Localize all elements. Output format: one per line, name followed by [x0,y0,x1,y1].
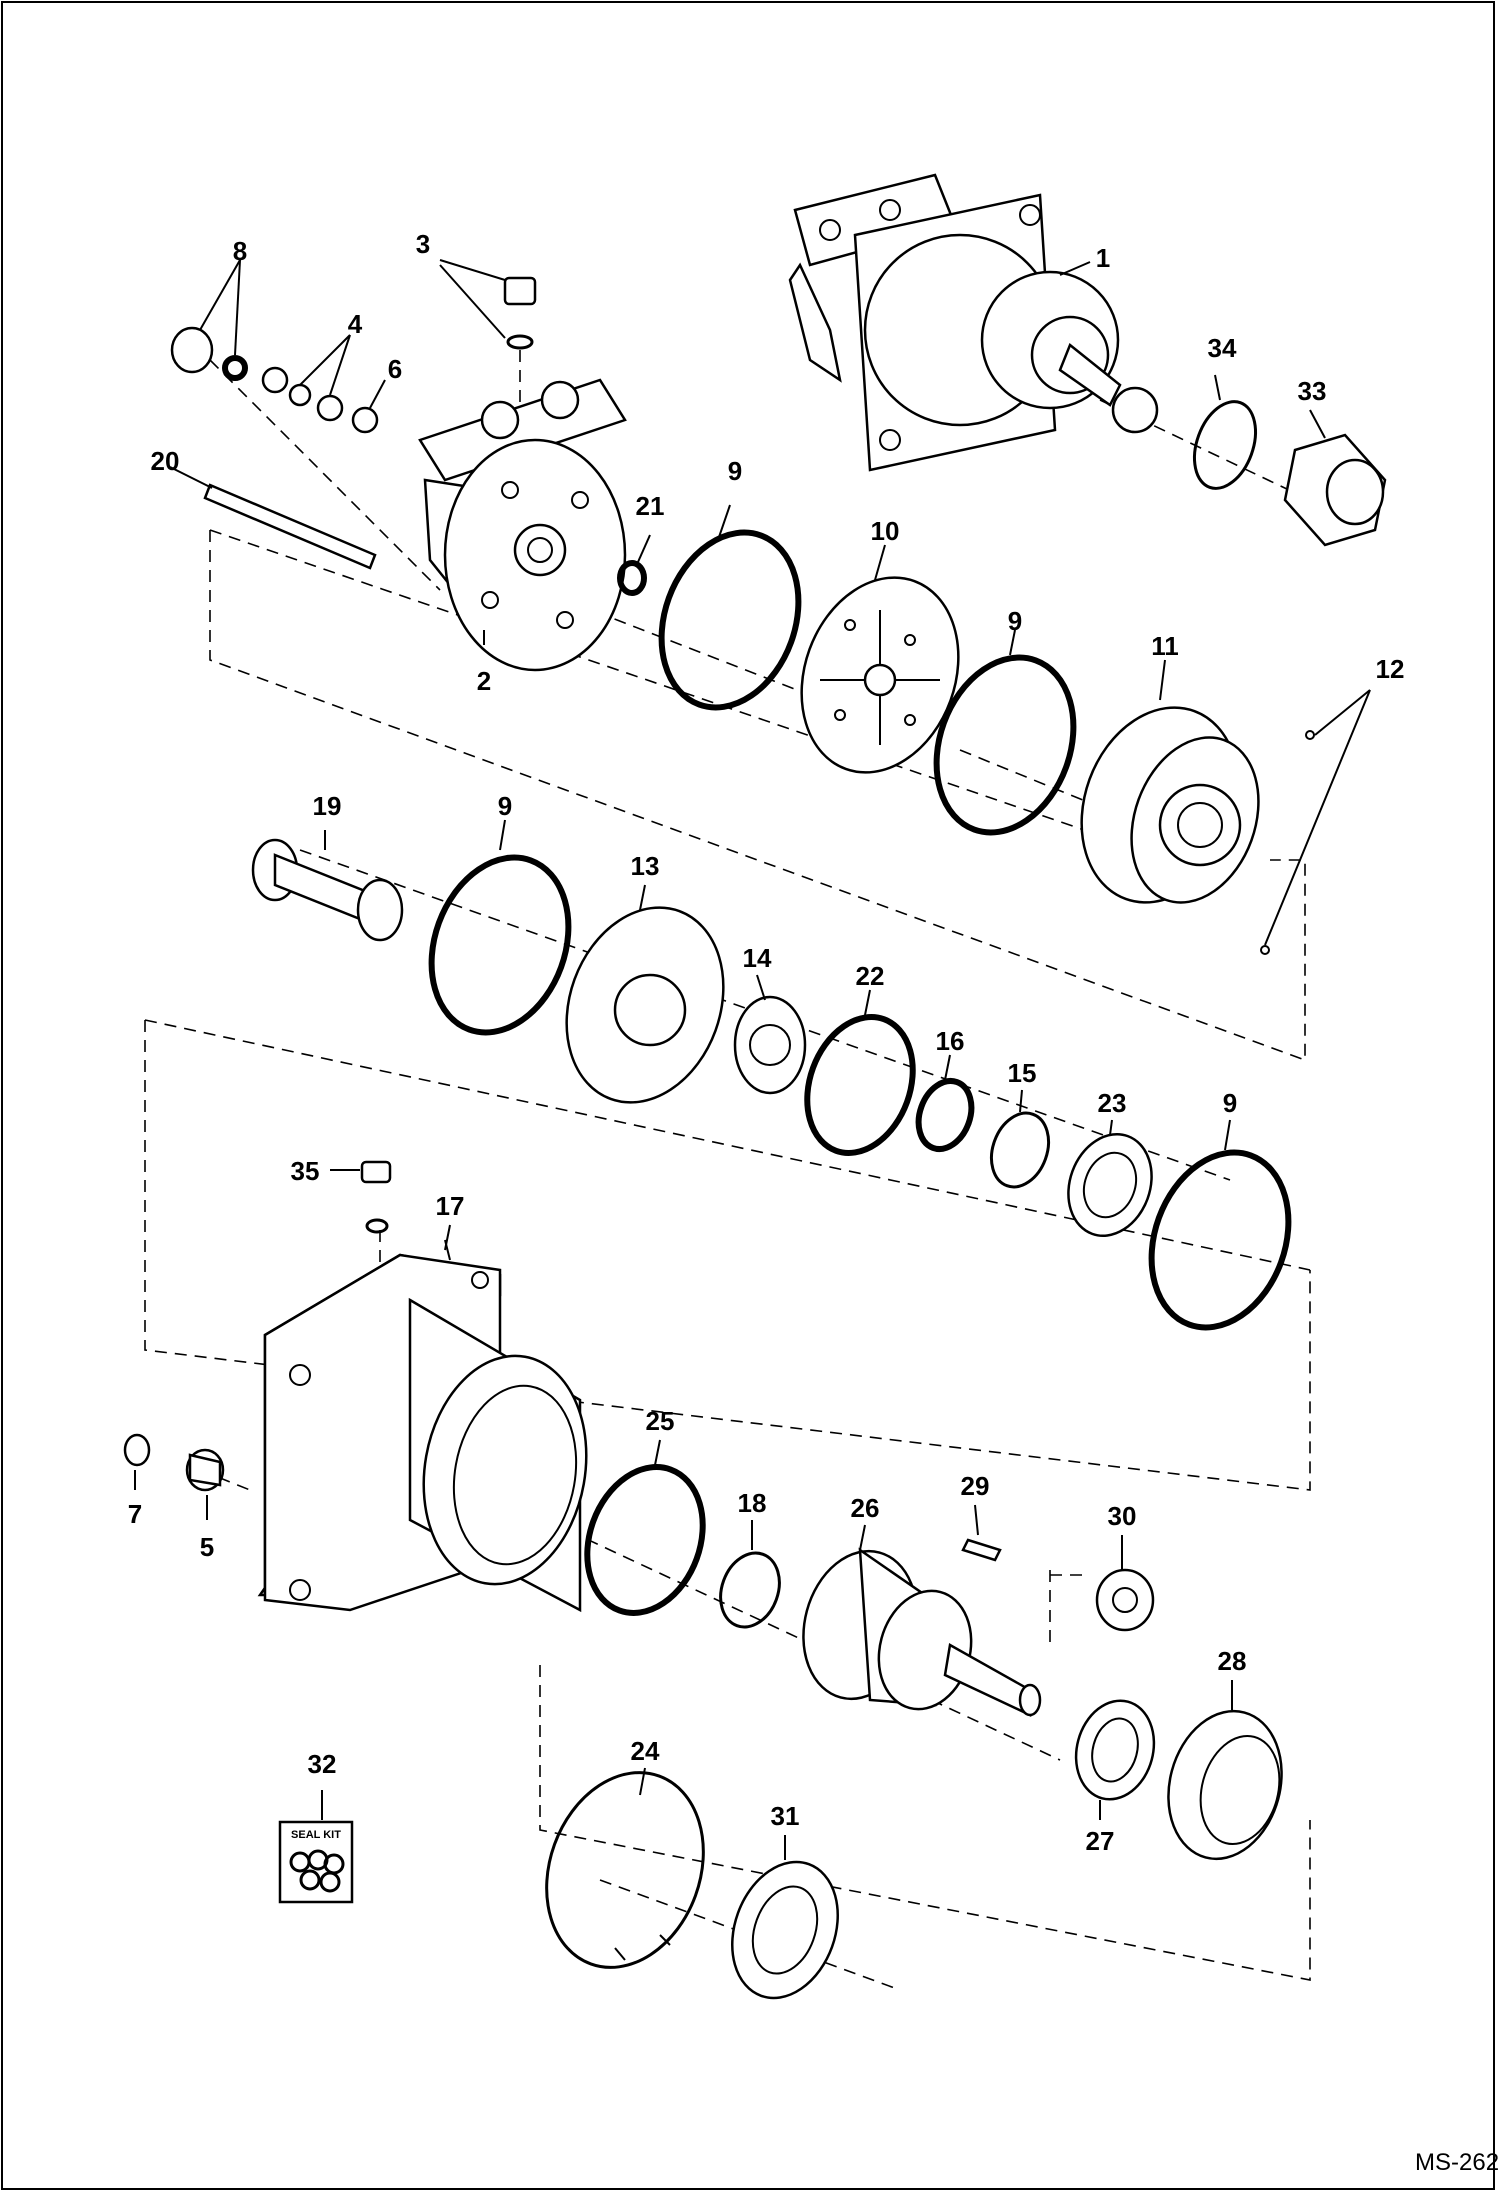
callout-23: 23 [1098,1088,1127,1118]
callout-6: 6 [388,354,402,384]
seal-kit-label: SEAL KIT [291,1829,341,1841]
castle-nut-part-30 [1095,1568,1155,1632]
plug-part-35 [330,1160,392,1234]
leader-lines [134,261,1326,1860]
o-ring-part-25 [584,1464,706,1616]
callout-29: 29 [961,1471,990,1501]
callout-9-a: 9 [728,456,742,486]
valve-plate-part-10 [800,576,960,774]
callout-32: 32 [308,1749,337,1779]
callout-20: 20 [151,446,180,476]
callout-2: 2 [477,666,491,696]
plug-part-8 [170,259,248,381]
seal-part-31 [731,1860,839,2000]
seals-washers-parts-22-16-15-23 [804,1014,1153,1237]
plugs-parts-7-5 [123,1433,225,1492]
callout-26: 26 [851,1493,880,1523]
callout-9-d: 9 [1223,1088,1237,1118]
callout-9-c: 9 [498,791,512,821]
callout-31: 31 [771,1801,800,1831]
callout-15: 15 [1008,1058,1037,1088]
motor-assembly-part-1 [788,173,1159,472]
callout-9-b: 9 [1008,606,1022,636]
callout-33: 33 [1298,376,1327,406]
callout-34: 34 [1208,333,1237,363]
check-valve-parts-4-6 [261,334,386,434]
large-o-rings-part-9 [428,529,1292,1331]
seal-kit-part-32: SEAL KIT [278,1790,354,1904]
callout-11: 11 [1151,631,1179,661]
callout-30: 30 [1108,1501,1137,1531]
o-ring-part-21 [617,534,651,596]
output-shaft-part-26 [802,1547,1042,1717]
callout-27: 27 [1086,1826,1115,1856]
end-cap-housing-part-2 [418,378,627,672]
callout-18: 18 [738,1488,767,1518]
callout-21: 21 [636,491,665,521]
plug-part-3 [439,259,537,350]
pins-part-12 [1260,689,1371,955]
gerotor-part-11 [1080,706,1260,904]
callout-1: 1 [1096,243,1110,273]
callout-7: 7 [128,1499,142,1529]
spacer-plate-part-13 [565,906,725,1104]
callout-8: 8 [233,236,247,266]
callout-labels: 1 2 3 4 5 6 7 8 9 9 9 9 10 11 12 13 14 1… [128,229,1405,1856]
bearing-part-28 [1167,1709,1283,1861]
drive-shaft-part-19 [251,838,404,942]
bearing-housing-part-17 [257,1239,588,1613]
callout-22: 22 [856,961,885,991]
drawing-code: MS-2620 [1415,2149,1498,2176]
callout-3: 3 [416,229,430,259]
washer-part-27 [1074,1699,1156,1801]
callout-17: 17 [436,1191,465,1221]
callout-25: 25 [646,1406,675,1436]
callout-10: 10 [871,516,900,546]
tie-bolt-part-20 [169,466,377,570]
callout-5: 5 [200,1532,214,1562]
callout-16: 16 [936,1026,965,1056]
callout-19: 19 [313,791,342,821]
snap-ring-part-24 [545,1771,705,1969]
nut-part-14 [733,995,807,1095]
callout-28: 28 [1218,1646,1247,1676]
callout-12: 12 [1376,654,1405,684]
o-ring-part-18 [719,1551,781,1629]
callout-4: 4 [348,309,363,339]
callout-14: 14 [743,943,772,973]
key-part-29 [961,1538,1002,1562]
nut-and-lockring-parts-33-34 [1193,400,1387,547]
callout-13: 13 [631,851,660,881]
callout-24: 24 [631,1736,660,1766]
callout-35: 35 [291,1156,320,1186]
